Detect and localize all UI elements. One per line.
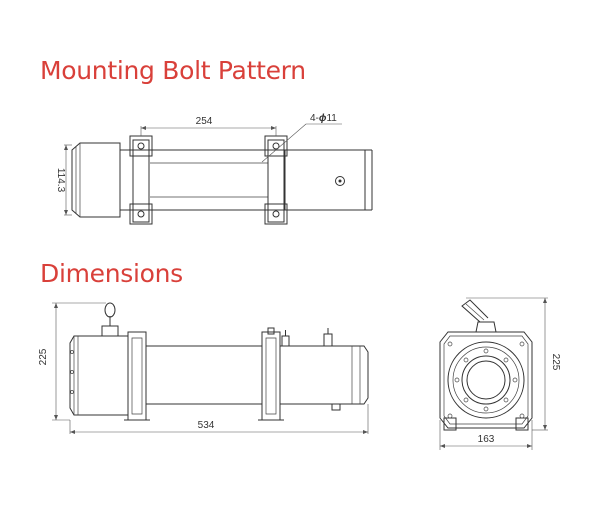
winch-top-view <box>71 135 373 225</box>
end-width-dimension: 163 <box>439 420 533 450</box>
end-width-label: 163 <box>478 434 495 445</box>
bolt-hole-size: 11 <box>326 113 337 124</box>
bolt-spacing-label: 254 <box>196 116 213 127</box>
diameter-symbol: ϕ <box>319 113 327 124</box>
side-height-label: 225 <box>38 348 49 365</box>
winch-side-view <box>69 302 369 421</box>
overall-length-label: 534 <box>198 420 215 431</box>
overall-length-dimension: 534 <box>69 404 369 434</box>
mounting-bolt-pattern-heading: Mounting Bolt Pattern <box>40 56 306 85</box>
side-spacing-label: 114.3 <box>55 168 66 193</box>
end-height-dimension: 225 <box>466 297 561 431</box>
dimensions-heading: Dimensions <box>40 259 183 288</box>
end-height-label: 225 <box>550 354 561 371</box>
bolt-hole-callout: 4-ϕ11 <box>261 113 342 163</box>
svg-text:4-ϕ11: 4-ϕ11 <box>310 113 337 124</box>
side-height-dimension: 225 <box>38 302 106 421</box>
bolt-spacing-dimension: 254 <box>140 116 277 136</box>
side-spacing-dimension: 114.3 <box>55 144 72 216</box>
winch-end-view <box>439 299 533 431</box>
bolt-hole-count: 4- <box>310 113 319 124</box>
